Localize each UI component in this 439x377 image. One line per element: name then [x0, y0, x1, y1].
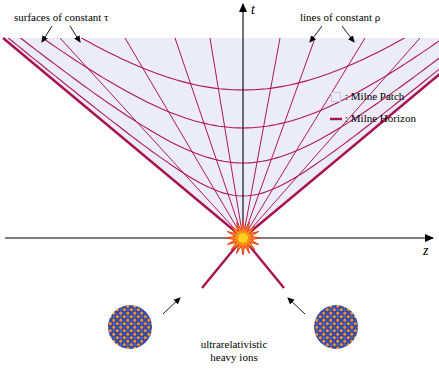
burst-core [238, 233, 248, 243]
legend-text: : Milne Patch [345, 90, 404, 103]
legend-line-sample [330, 118, 342, 120]
collision-burst [226, 221, 260, 255]
constant-rho-lines [60, 38, 420, 238]
annotation: lines of constant ρ [300, 11, 380, 24]
label-arrows [42, 26, 354, 314]
constant-tau-curves [0, 0, 439, 196]
axis-label: t [251, 2, 255, 18]
heavy-ion [314, 305, 358, 349]
annotation: ultrarelativistic heavy ions [188, 338, 280, 364]
axis-label: z [423, 243, 428, 259]
milne-patch [3, 38, 439, 238]
annotation: surfaces of constant τ [14, 11, 109, 24]
z-axis [5, 237, 433, 238]
legend-swatch [331, 92, 341, 102]
t-axis [242, 4, 243, 238]
legend-text: : Milne Horizon [345, 112, 416, 125]
milne-horizon [3, 38, 439, 288]
heavy-ion [108, 305, 152, 349]
